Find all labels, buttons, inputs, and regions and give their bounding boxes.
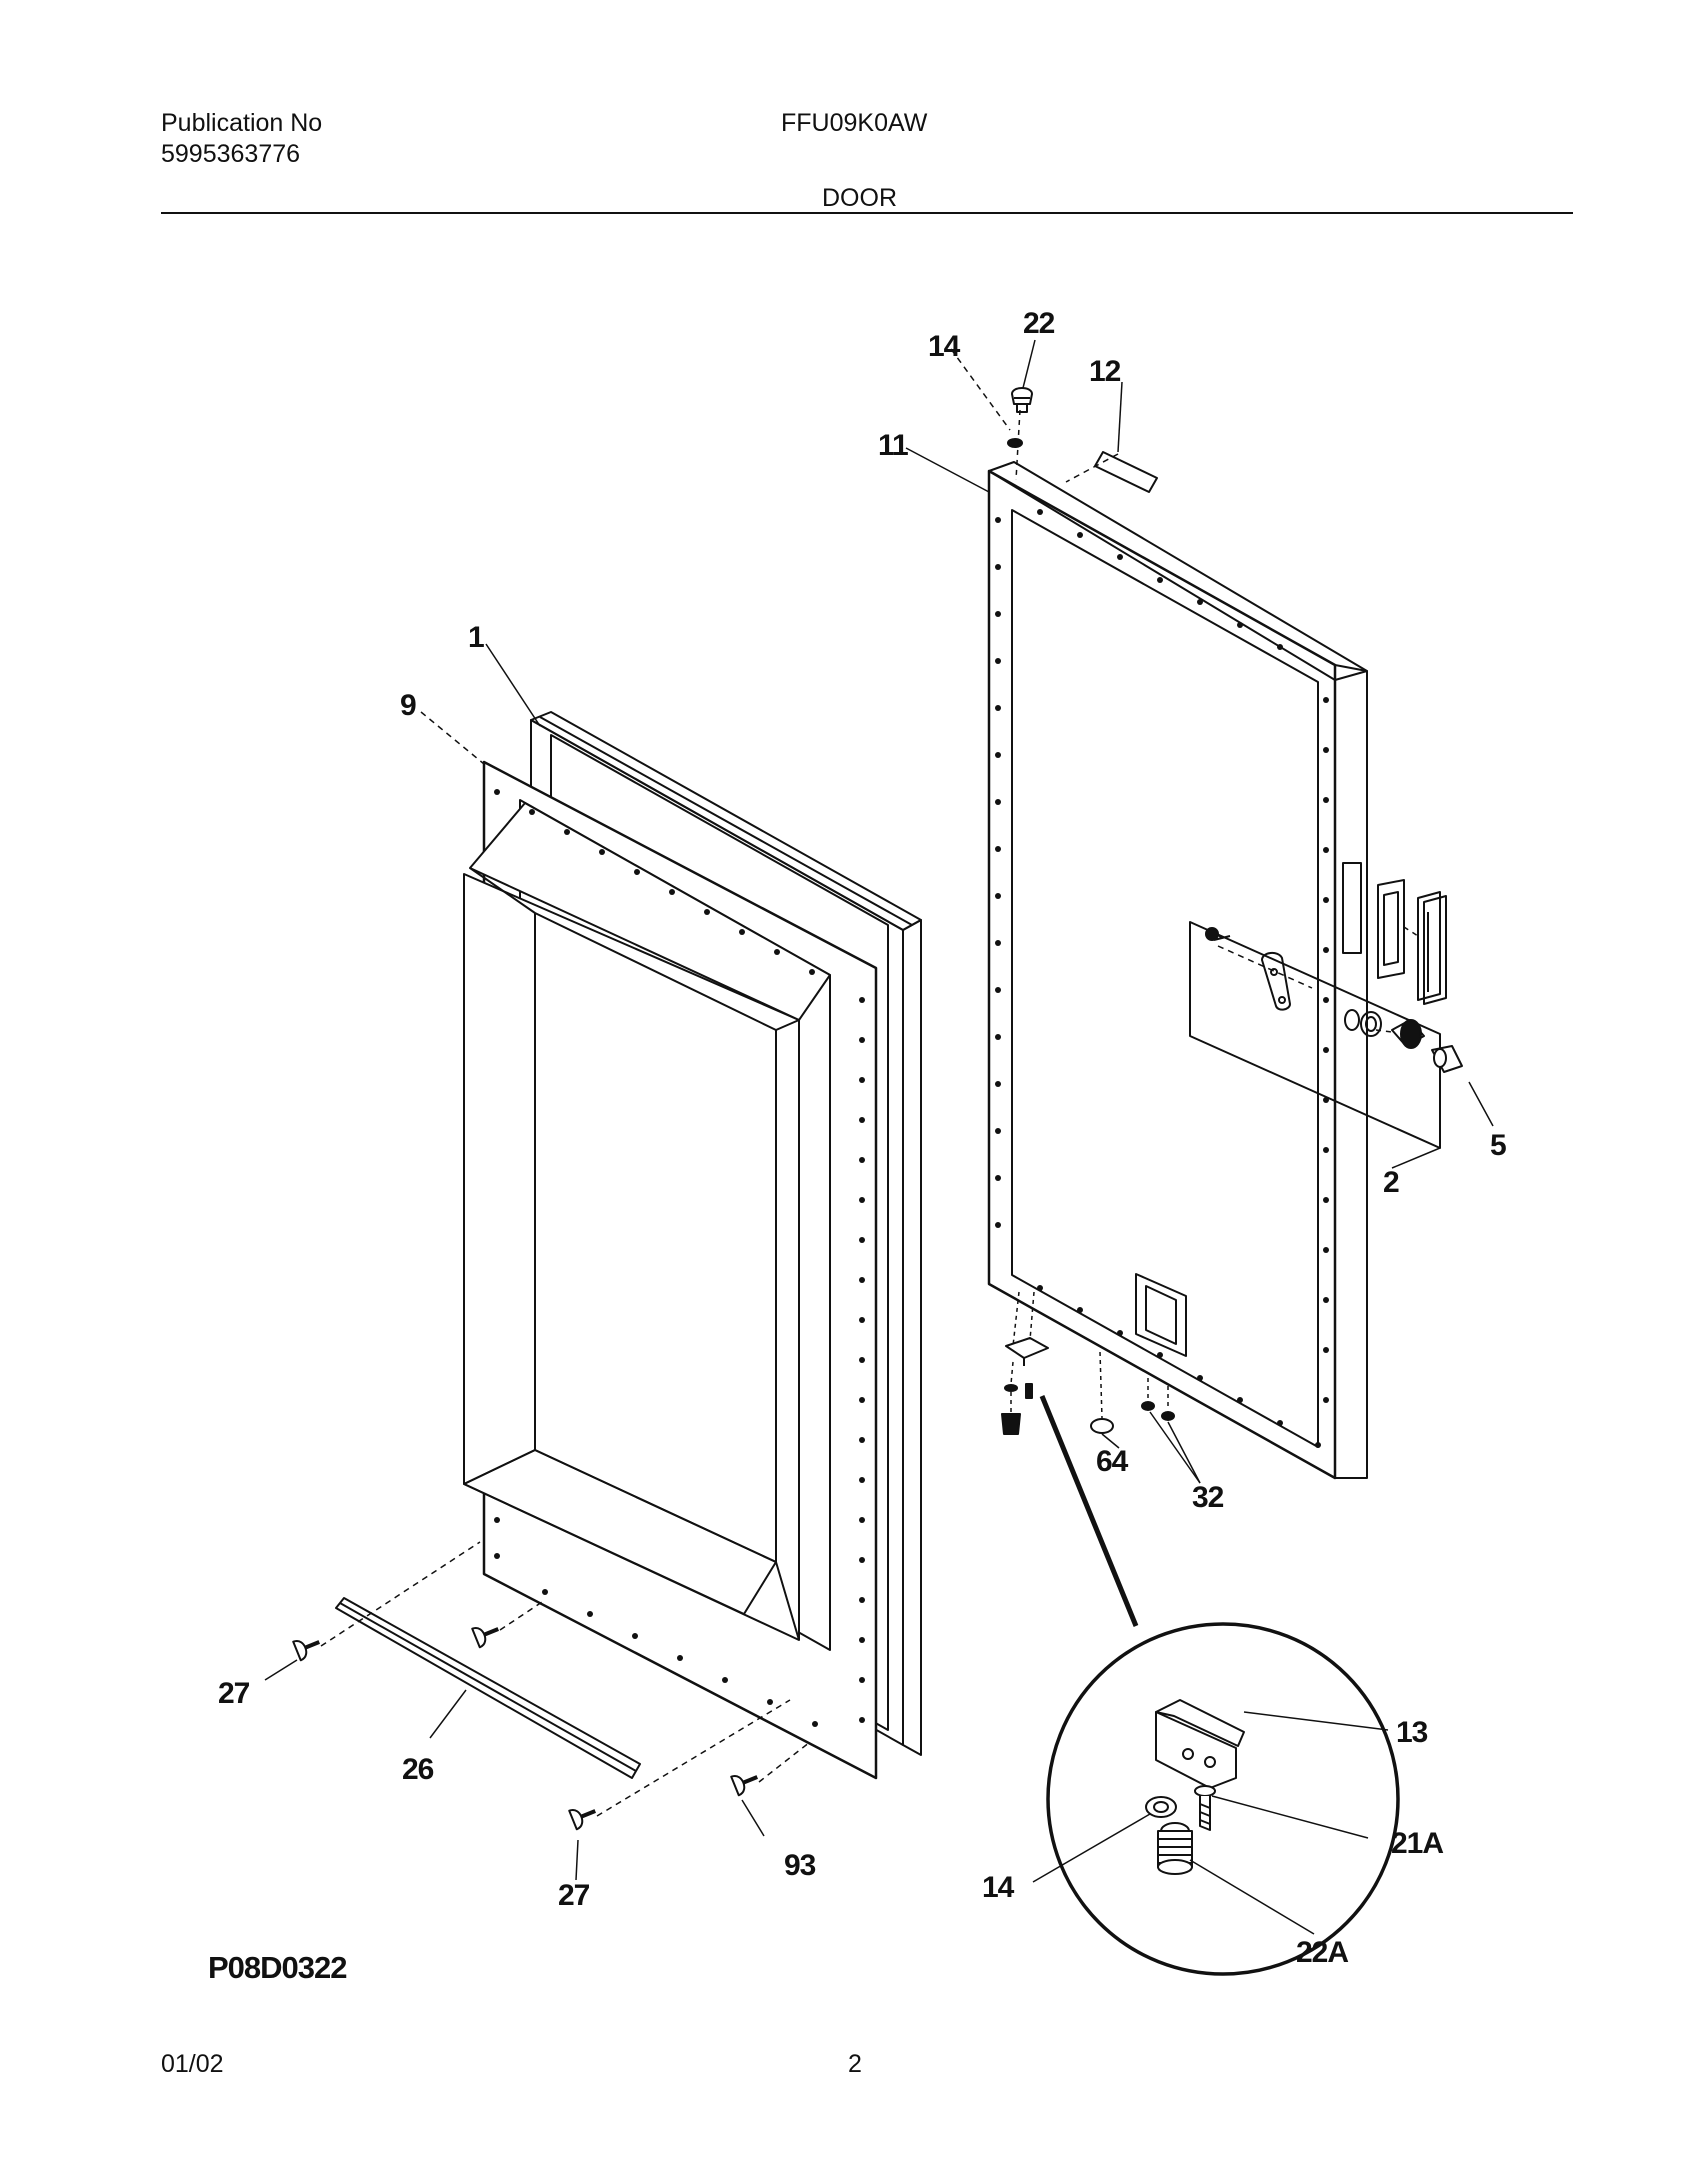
push-pin-93 [729, 1765, 763, 1798]
callout-64: 64 [1096, 1445, 1129, 1478]
callout-9: 9 [400, 689, 416, 722]
callout-22A: 22A [1296, 1936, 1348, 1969]
push-pin-27-left [291, 1630, 325, 1663]
door-handle [1377, 879, 1447, 1005]
callout-1: 1 [468, 621, 484, 654]
nameplate [1094, 451, 1158, 493]
callout-13: 13 [1396, 1716, 1428, 1749]
drawing-code: P08D0322 [208, 1950, 347, 1985]
inner-liner [463, 760, 878, 1780]
top-screw [1007, 387, 1033, 448]
callout-14-detail: 14 [982, 1871, 1015, 1904]
hinge-parts [1001, 1337, 1175, 1435]
outer-door-panel [987, 461, 1368, 1480]
callout-22: 22 [1023, 307, 1055, 340]
callout-14-top: 14 [928, 330, 961, 363]
header-rule [161, 212, 1573, 214]
callout-5: 5 [1490, 1129, 1506, 1162]
callout-27-left: 27 [218, 1677, 250, 1710]
callout-11: 11 [878, 429, 908, 462]
publication-number: 5995363776 [161, 140, 301, 168]
push-pin [470, 1617, 504, 1650]
page-number: 2 [848, 2050, 862, 2078]
callout-26: 26 [402, 1753, 434, 1786]
detail-circle [1046, 1622, 1400, 1976]
callout-32: 32 [1192, 1481, 1224, 1514]
footer-date: 01/02 [161, 2050, 224, 2078]
callout-27-bottom: 27 [558, 1879, 590, 1912]
publication-label: Publication No [161, 109, 323, 137]
callout-21A: 21A [1391, 1827, 1443, 1860]
callout-12: 12 [1089, 355, 1121, 388]
callout-2: 2 [1383, 1166, 1399, 1199]
model-number: FFU09K0AW [781, 109, 928, 137]
push-pin-27-bottom [567, 1799, 601, 1832]
section-title: DOOR [822, 184, 897, 212]
callout-93: 93 [784, 1849, 816, 1882]
lock-cylinder [1360, 1011, 1463, 1073]
